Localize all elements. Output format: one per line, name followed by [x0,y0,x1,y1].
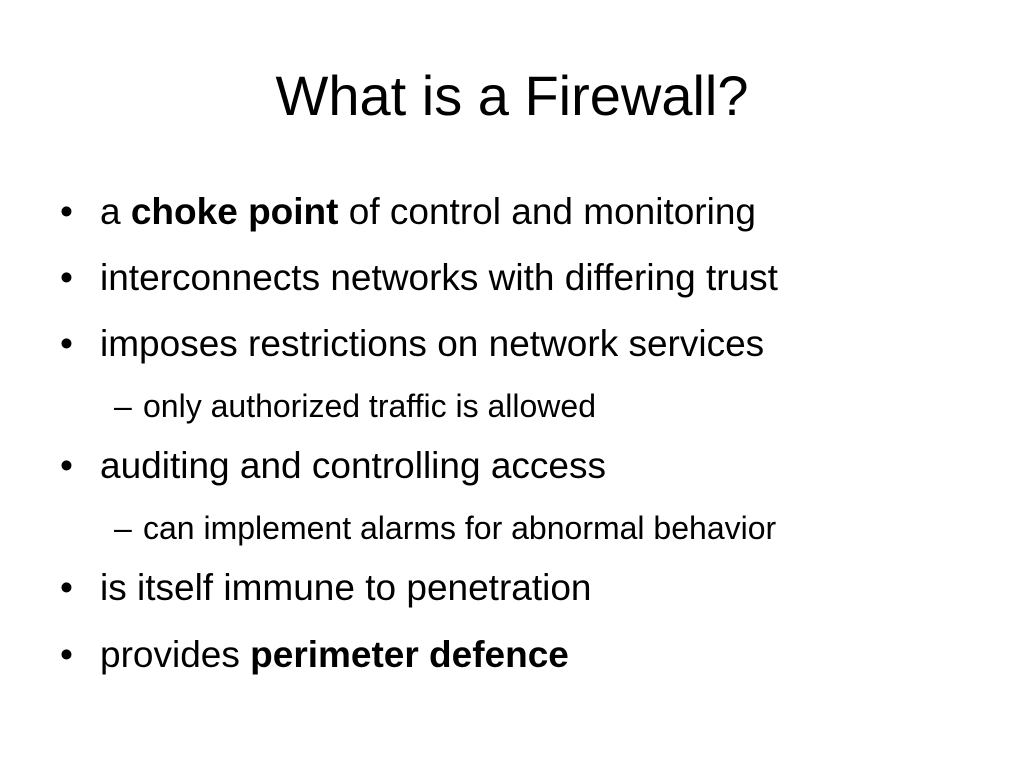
bullet-icon: • [60,445,73,486]
bullet-text-bold: choke point [130,191,339,232]
bullet-item-perimeter-defence: • provides perimeter defence [60,633,569,677]
sub-item-text: only authorized traffic is allowed [143,388,596,424]
sub-item-authorized-traffic: –only authorized traffic is allowed [114,387,596,425]
bullet-text: auditing and controlling access [100,445,606,486]
bullet-text: interconnects networks with differing tr… [100,257,778,298]
bullet-icon: • [60,567,73,608]
bullet-icon: • [60,634,73,675]
bullet-text: is itself immune to penetration [100,567,592,608]
bullet-item-choke-point: • a choke point of control and monitoring [60,190,756,234]
dash-icon: – [114,510,132,546]
bullet-text: imposes restrictions on network services [100,323,765,364]
dash-icon: – [114,388,132,424]
slide-title: What is a Firewall? [275,64,749,127]
sub-item-text: can implement alarms for abnormal behavi… [143,510,777,546]
bullet-item-restrictions: • imposes restrictions on network service… [60,322,764,366]
bullet-icon: • [60,323,73,364]
bullet-item-interconnects: • interconnects networks with differing t… [60,256,778,300]
bullet-text-bold: perimeter defence [250,634,569,675]
bullet-item-immune: • is itself immune to penetration [60,566,592,610]
bullet-icon: • [60,257,73,298]
bullet-item-auditing: • auditing and controlling access [60,444,606,488]
bullet-text-post: of control and monitoring [338,191,756,232]
bullet-text-pre: provides [100,634,251,675]
bullet-text-pre: a [100,191,131,232]
sub-item-alarms: –can implement alarms for abnormal behav… [114,509,776,547]
bullet-icon: • [60,191,73,232]
